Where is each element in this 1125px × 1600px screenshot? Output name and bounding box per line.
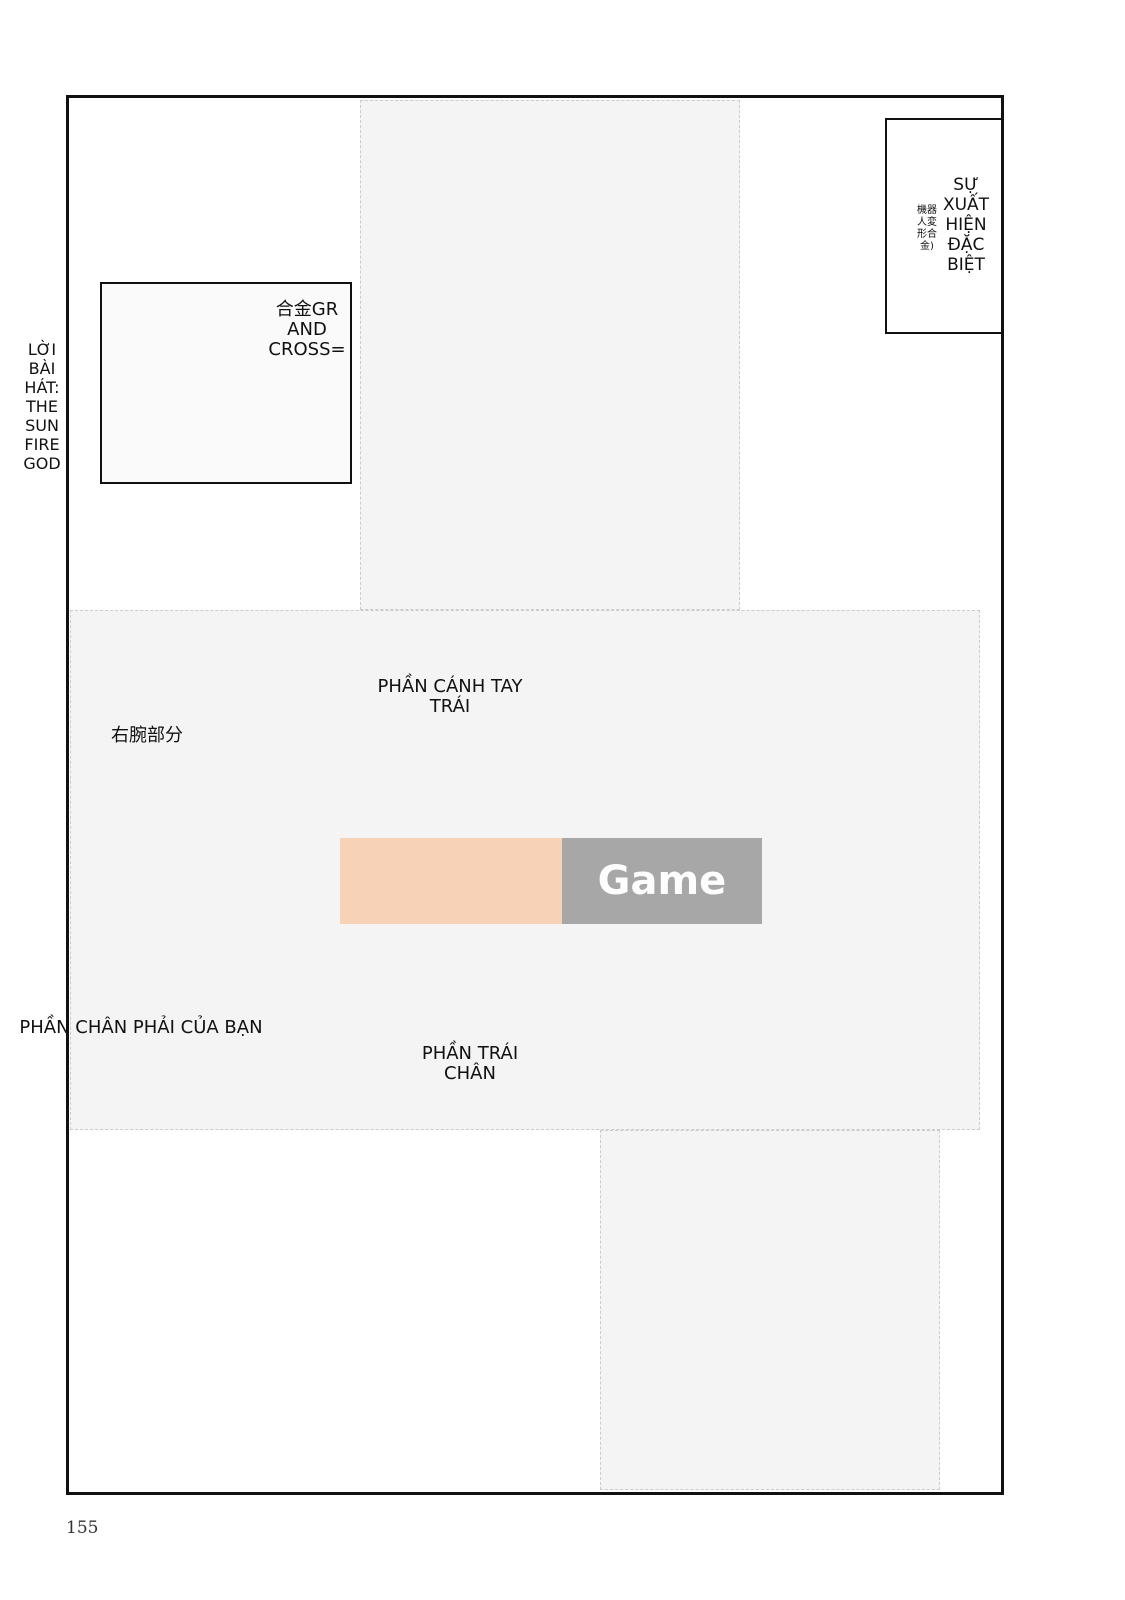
right-arm-jp-label: 右腕部分 (111, 725, 183, 746)
lyrics-label: LỜI BÀI HÁT: THE SUN FIRE GOD (23, 340, 61, 473)
illustration-placeholder (600, 1130, 940, 1490)
inset-panel (100, 282, 352, 484)
special-appearance-label: SỰ XUẤT HIỆN ĐẶC BIỆT (942, 175, 990, 275)
panel-frame (66, 95, 1004, 1495)
watermark-text: Game (562, 838, 762, 924)
right-leg-label: PHẦN CHÂN PHẢI CỦA BẠN (19, 1017, 263, 1038)
left-leg-label: PHẦN TRÁI CHÂN (421, 1043, 519, 1084)
watermark: Game (340, 838, 762, 924)
inset-caption: 合金GR AND CROSS= (268, 299, 346, 360)
illustration-placeholder (70, 610, 980, 1130)
watermark-logo (340, 838, 562, 924)
special-appearance-jp: 機器人変形合金) (917, 205, 937, 252)
illustration-placeholder (360, 100, 740, 610)
left-arm-label: PHẦN CÁNH TAY TRÁI (377, 676, 523, 717)
side-caption-box (885, 118, 1003, 334)
page-number: 155 (66, 1518, 99, 1538)
